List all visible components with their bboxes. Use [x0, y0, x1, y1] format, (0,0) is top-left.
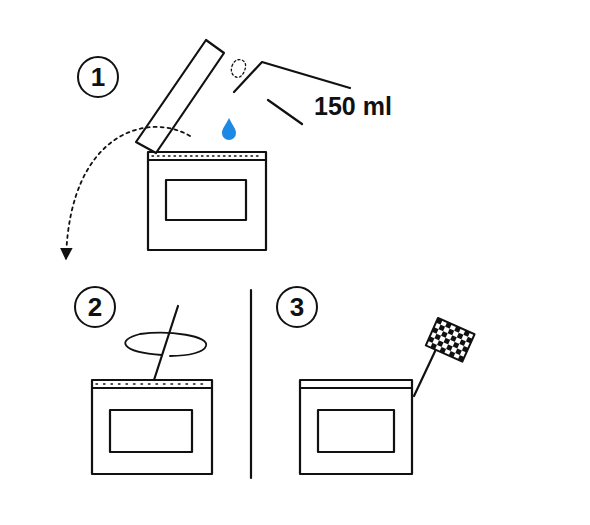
- divider: [250, 290, 252, 478]
- lid: [136, 40, 224, 153]
- move-arrow: [66, 127, 190, 258]
- water-drop: [222, 118, 236, 140]
- step-number-text: 3: [290, 294, 304, 320]
- step-number: 1: [77, 56, 119, 98]
- step-number-text: 2: [88, 294, 102, 320]
- container-stir: [92, 306, 212, 474]
- step-number: 2: [74, 286, 116, 328]
- cap-outline: [231, 60, 245, 78]
- step-number: 3: [276, 286, 318, 328]
- volume-label: 150 ml: [314, 92, 392, 121]
- step-number-text: 1: [91, 64, 105, 90]
- container-open: [148, 152, 266, 250]
- container-done: [300, 318, 475, 474]
